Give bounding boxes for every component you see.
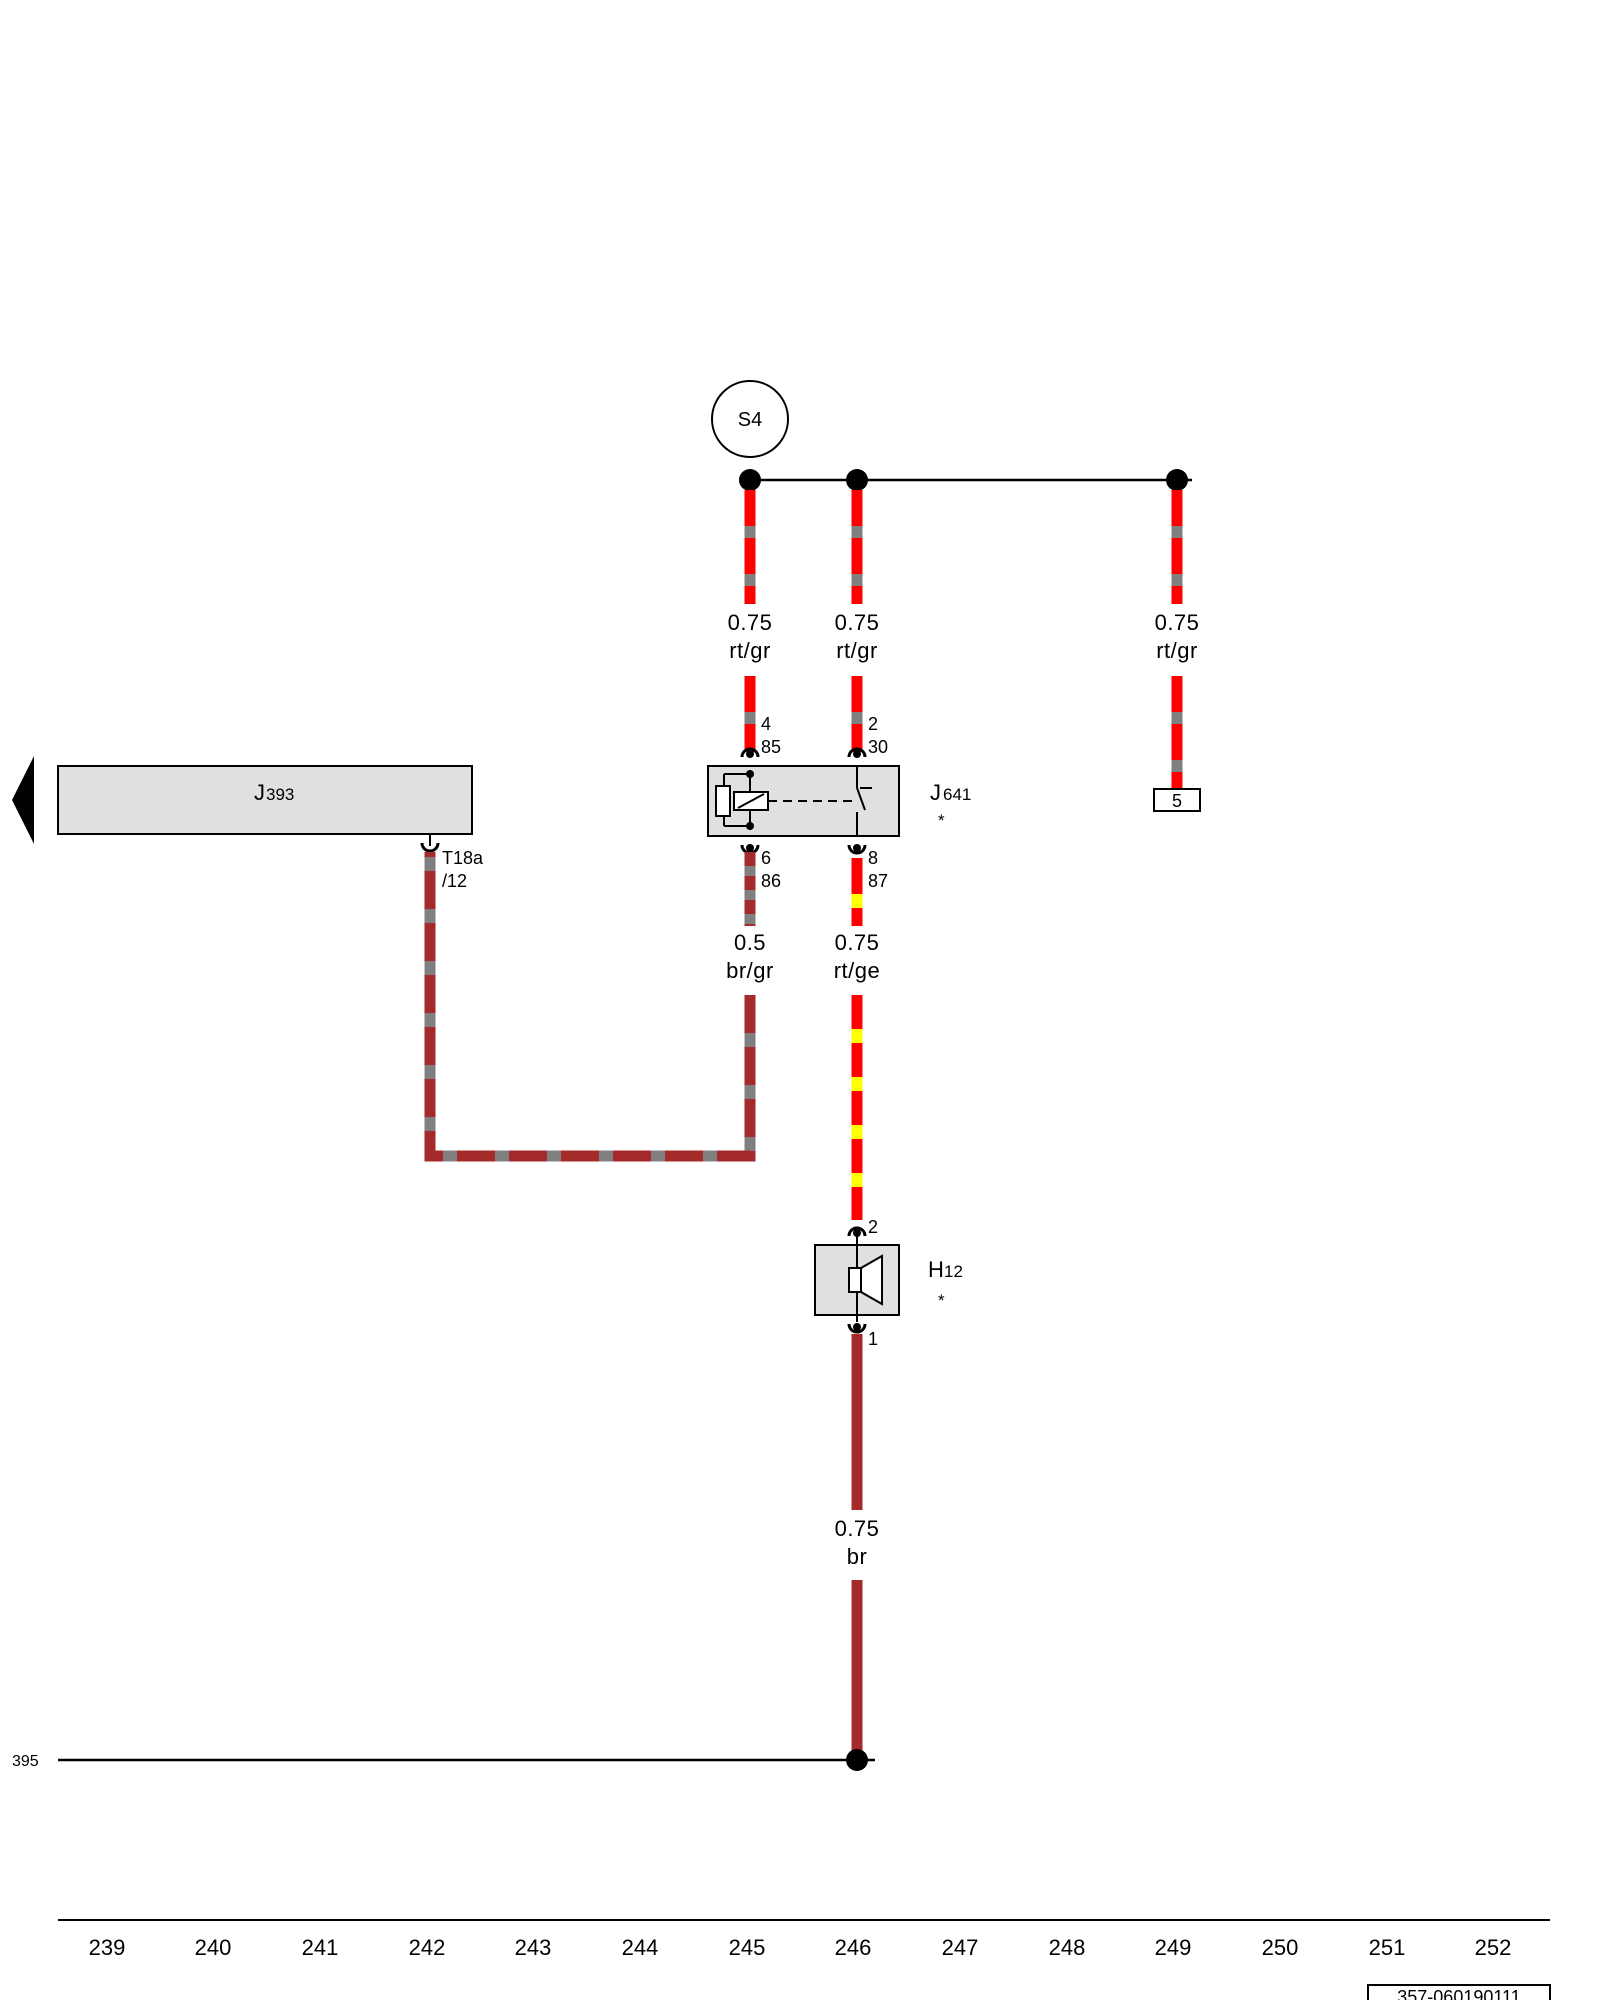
bus-junction-1 (739, 469, 761, 491)
column-number: 249 (1155, 1935, 1192, 1960)
h12-label-name: H (928, 1257, 944, 1282)
pin-j641-85: 85 (761, 737, 781, 757)
bus-junction-2 (846, 469, 868, 491)
column-number: 247 (942, 1935, 979, 1960)
splice-connector-5 (1153, 788, 1201, 812)
wire-4-br-gr (424, 852, 756, 1162)
document-number: 357-060190111 (1397, 1987, 1520, 2000)
pin-j641-85-symbol (740, 747, 760, 758)
pin-t18a-12-symbol (420, 842, 440, 853)
h12-label-sub: 12 (944, 1262, 963, 1281)
j393-label-sub: 393 (266, 785, 294, 804)
pin-h12-2-symbol (847, 1226, 867, 1237)
pin-h12-1: 1 (868, 1329, 878, 1349)
column-number: 243 (515, 1935, 552, 1960)
wire-1-size: 0.75 (728, 610, 773, 635)
pin-j641-30: 30 (868, 737, 888, 757)
relay-j641 (707, 765, 900, 837)
wire-3-color: rt/gr (1156, 638, 1198, 663)
j393-label-name: J (254, 780, 265, 805)
document-number-box (1367, 1984, 1551, 2000)
connector-t18a-name: T18a (442, 848, 484, 868)
pin-j641-87: 87 (868, 871, 888, 891)
control-unit-j393 (57, 765, 473, 835)
bus-junction-3 (1166, 469, 1188, 491)
h12-note: * (938, 1291, 945, 1310)
column-number: 245 (729, 1935, 766, 1960)
fuse-s4-symbol (711, 380, 789, 458)
pin-h12-2: 2 (868, 1217, 878, 1237)
column-number: 239 (89, 1935, 126, 1960)
pin-j641-6: 6 (761, 848, 771, 868)
pin-j641-30-symbol (847, 747, 867, 758)
wire-6-color: br (847, 1544, 868, 1569)
pin-j641-86: 86 (761, 871, 781, 891)
continuation-arrow-left (12, 756, 34, 844)
fuse-s4-label: S4 (738, 409, 762, 431)
pin-h12-1-symbol (847, 1323, 867, 1334)
wire-2-size: 0.75 (835, 610, 880, 635)
wire-2-color: rt/gr (836, 638, 878, 663)
wire-3-size: 0.75 (1155, 610, 1200, 635)
horn-speaker-icon (848, 1236, 883, 1322)
wire-6-size: 0.75 (835, 1516, 880, 1541)
column-number: 252 (1475, 1935, 1512, 1960)
j641-label-name: J (930, 780, 941, 805)
pin-j641-87-symbol (847, 844, 867, 855)
column-number: 241 (302, 1935, 339, 1960)
pin-j641-8: 8 (868, 848, 878, 868)
j641-label-sub: 641 (943, 785, 971, 804)
wire-4-size: 0.5 (734, 930, 766, 955)
column-number: 246 (835, 1935, 872, 1960)
ground-junction (846, 1749, 868, 1771)
column-numbers: 239 240 241 242 243 244 245 246 247 248 … (89, 1935, 1512, 1960)
connector-t18a-pin: /12 (442, 871, 467, 891)
wire-1-color: rt/gr (729, 638, 771, 663)
pin-j641-4: 4 (761, 714, 771, 734)
wire-5-size: 0.75 (835, 930, 880, 955)
wire-5-color: rt/ge (834, 958, 881, 983)
j641-note: * (938, 811, 945, 830)
column-number: 240 (195, 1935, 232, 1960)
column-number: 244 (622, 1935, 659, 1960)
pin-j641-2: 2 (868, 714, 878, 734)
splice-connector-5-label: 5 (1172, 791, 1182, 811)
column-number: 250 (1262, 1935, 1299, 1960)
column-number: 248 (1049, 1935, 1086, 1960)
column-number: 251 (1369, 1935, 1406, 1960)
column-number: 242 (409, 1935, 446, 1960)
wire-4-color: br/gr (726, 958, 774, 983)
ground-ref-label: 395 (12, 1753, 39, 1770)
